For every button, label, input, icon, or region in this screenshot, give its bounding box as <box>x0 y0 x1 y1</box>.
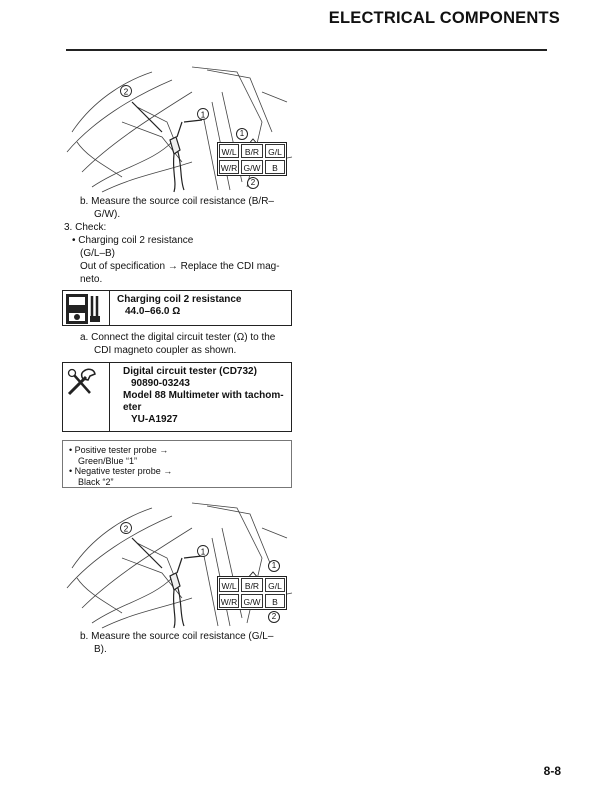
page-number: 8-8 <box>543 764 561 778</box>
coupler-cell: G/L <box>265 144 285 158</box>
callout-2: 2 <box>124 524 129 533</box>
coupler-cell: W/L <box>219 144 239 158</box>
wrench-icon <box>66 367 100 396</box>
spec-divider <box>109 291 110 325</box>
coupler-marker-top: 1 <box>236 128 248 140</box>
callout-2: 2 <box>124 87 129 96</box>
multimeter-icon <box>66 294 100 324</box>
page-header-title: ELECTRICAL COMPONENTS <box>328 9 560 27</box>
coupler-cell: B <box>265 160 285 174</box>
coupler-cell: G/W <box>241 594 263 608</box>
coupler-cell: W/L <box>219 578 239 592</box>
step-b-measure-1: b. Measure the source coil resistance (B… <box>80 196 274 220</box>
coupler-cell: B/R <box>241 578 263 592</box>
tool-divider <box>109 363 110 431</box>
coupler-cell: G/W <box>241 160 263 174</box>
coupler-cell: W/R <box>219 594 239 608</box>
illustration-bottom: 2 1 <box>62 498 296 630</box>
spec-value: 44.0–66.0 Ω <box>125 306 181 317</box>
step-3-check: 3. Check: • Charging coil 2 resistance (… <box>64 222 280 285</box>
illustration-top: 2 1 <box>62 62 296 194</box>
coupler-diagram: W/L B/R G/L W/R G/W B <box>217 576 287 610</box>
coupler-cell: W/R <box>219 160 239 174</box>
coupler-marker-bottom: 2 <box>268 611 280 623</box>
tool-box: Digital circuit tester (CD732) 90890-032… <box>62 362 292 432</box>
coupler-cell: G/L <box>265 578 285 592</box>
coupler-marker-bottom: 2 <box>247 177 259 189</box>
spec-title: Charging coil 2 resistance <box>117 294 242 305</box>
header-divider <box>66 49 547 51</box>
tool-text: Digital circuit tester (CD732) 90890-032… <box>123 366 284 425</box>
engine-illustration: 2 1 <box>66 502 293 629</box>
step-b-measure-2: b. Measure the source coil resistance (G… <box>80 631 274 655</box>
callout-1: 1 <box>201 110 206 119</box>
coupler-cell: B/R <box>241 144 263 158</box>
callout-1: 1 <box>201 547 206 556</box>
coupler-diagram: W/L B/R G/L W/R G/W B <box>217 142 287 176</box>
coupler-marker-top: 1 <box>268 560 280 572</box>
coupler-cell: B <box>265 594 285 608</box>
spec-text: Charging coil 2 resistance 44.0–66.0 Ω <box>117 294 242 318</box>
probe-note-box: • Positive tester probe → Green/Blue “1”… <box>62 440 292 488</box>
step-a-connect: a. Connect the digital circuit tester (Ω… <box>80 332 276 356</box>
engine-illustration: 2 1 <box>66 66 293 193</box>
spec-box: Charging coil 2 resistance 44.0–66.0 Ω <box>62 290 292 326</box>
